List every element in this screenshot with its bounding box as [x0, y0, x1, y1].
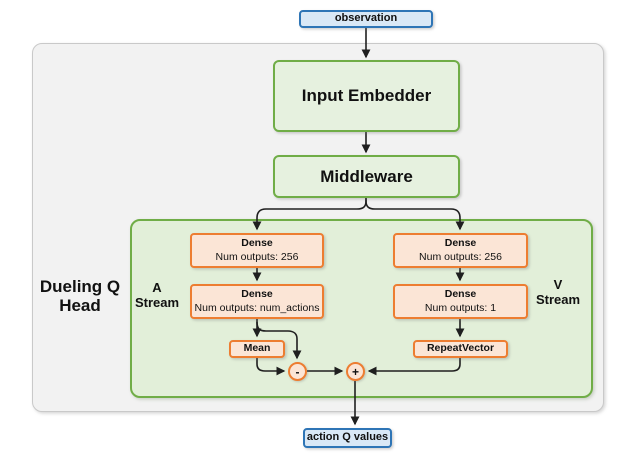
mean-label: Mean: [243, 342, 271, 355]
dense-a2-node: Dense Num outputs: num_actions: [190, 284, 324, 319]
middleware-node: Middleware: [273, 155, 460, 198]
input-embedder-label: Input Embedder: [301, 86, 432, 106]
observation-label: observation: [334, 12, 398, 25]
dense-a1-subtitle: Num outputs: 256: [215, 250, 299, 263]
action-q-values-label: action Q values: [306, 431, 389, 444]
dueling-q-head-label: Dueling Q Head: [39, 277, 121, 315]
input-embedder-node: Input Embedder: [273, 60, 460, 132]
action-q-values-node: action Q values: [303, 428, 392, 448]
dense-v2-subtitle: Num outputs: 1: [424, 301, 497, 314]
dense-v1-node: Dense Num outputs: 256: [393, 233, 528, 268]
dense-v1-title: Dense: [444, 237, 477, 250]
middleware-label: Middleware: [320, 166, 413, 186]
dense-v2-title: Dense: [444, 288, 477, 301]
add-op-node: +: [346, 362, 365, 381]
repeat-vector-label: RepeatVector: [426, 342, 495, 355]
dense-a2-title: Dense: [241, 288, 273, 301]
add-op-label: +: [351, 364, 359, 379]
a-stream-label: A Stream: [134, 280, 180, 310]
observation-node: observation: [299, 10, 433, 28]
dense-v1-subtitle: Num outputs: 256: [419, 250, 502, 263]
dense-a2-subtitle: Num outputs: num_actions: [194, 301, 320, 314]
v-stream-label: V Stream: [535, 277, 581, 307]
dense-a1-node: Dense Num outputs: 256: [190, 233, 324, 268]
dense-a1-title: Dense: [241, 237, 273, 250]
subtract-op-label: -: [295, 364, 300, 379]
dense-v2-node: Dense Num outputs: 1: [393, 284, 528, 319]
subtract-op-node: -: [288, 362, 307, 381]
repeat-vector-node: RepeatVector: [413, 340, 508, 358]
mean-node: Mean: [229, 340, 285, 358]
